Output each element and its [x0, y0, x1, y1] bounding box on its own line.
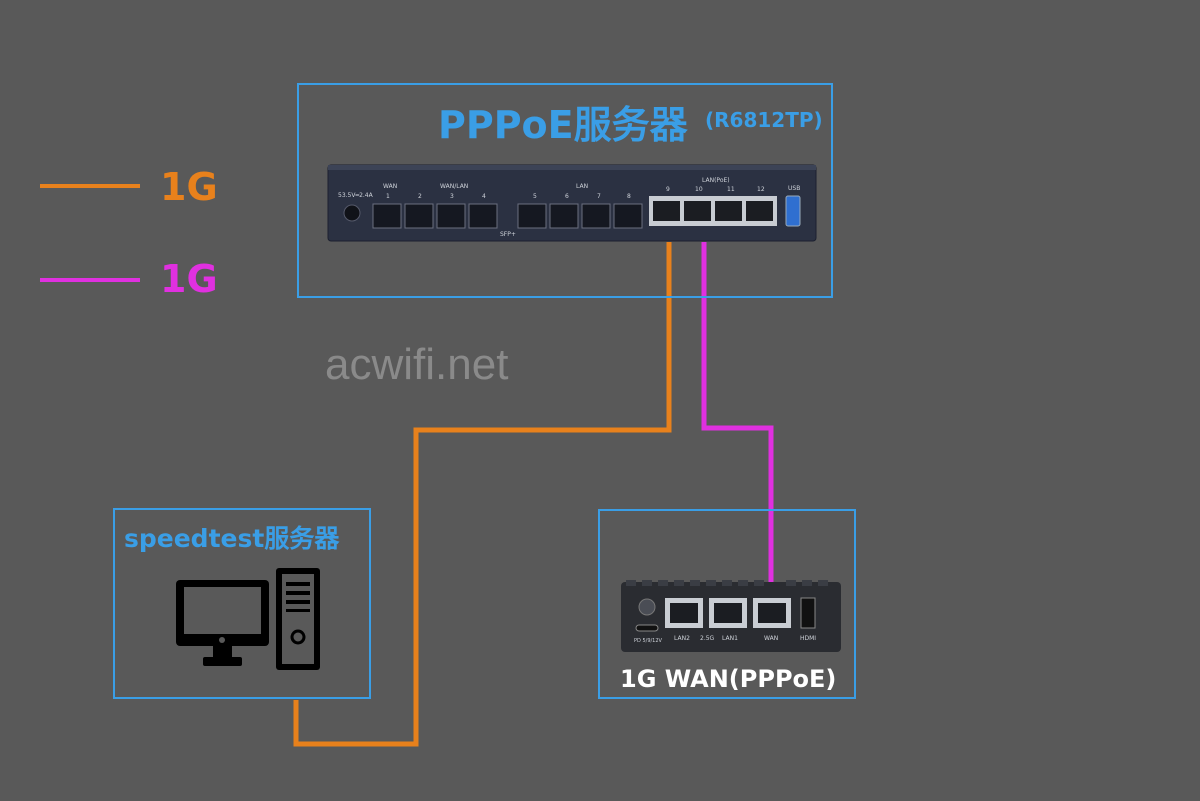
magenta-link — [701, 242, 774, 585]
watermark: acwifi.net — [325, 340, 509, 389]
legend-label-magenta: 1G — [160, 257, 218, 301]
client-router-label: 1G WAN(PPPoE) — [620, 665, 837, 693]
pppoe-server-model: (R6812TP) — [705, 108, 823, 132]
pppoe-server-title: PPPoE服务器 — [438, 103, 688, 147]
legend-label-orange: 1G — [160, 165, 218, 209]
speedtest-server-box — [113, 508, 371, 699]
pppoe-server-box — [297, 83, 833, 298]
orange-link — [293, 242, 672, 747]
speedtest-server-title: speedtest服务器 — [124, 524, 340, 553]
client-router-box — [598, 509, 856, 699]
